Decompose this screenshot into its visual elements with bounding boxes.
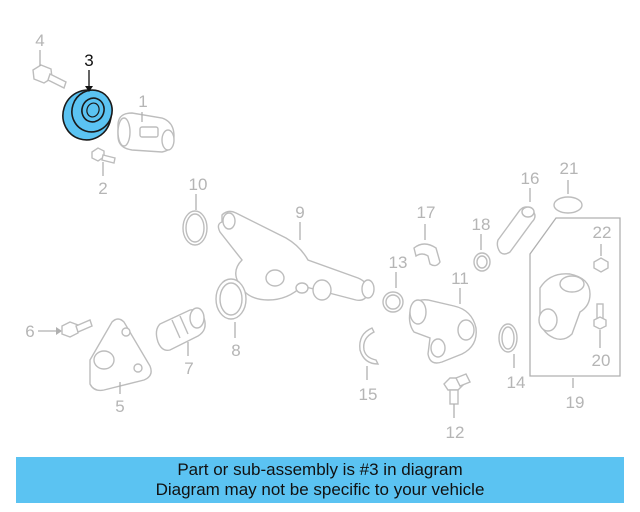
part-2-screw (91, 147, 116, 176)
callout-15: 15 (359, 385, 378, 404)
part-20-stud (593, 303, 607, 348)
callout-19: 19 (566, 393, 585, 412)
callout-10: 10 (189, 175, 208, 194)
part-5-housing (89, 318, 152, 394)
callout-18: 18 (472, 215, 491, 234)
part-3-pulley[interactable] (56, 84, 117, 146)
callout-2: 2 (98, 179, 107, 198)
part-8-gasket (215, 278, 247, 338)
callout-1: 1 (138, 92, 147, 111)
callout-9: 9 (295, 203, 304, 222)
callout-22: 22 (593, 223, 612, 242)
callout-14: 14 (507, 373, 526, 392)
part-10-oring (182, 194, 208, 246)
part-6-bolt (38, 319, 93, 338)
part-7-thermostat (155, 307, 206, 356)
part-12-bolt (443, 373, 471, 418)
part-17-clip (413, 224, 441, 267)
part-4-bolt (32, 50, 67, 89)
callout-17: 17 (417, 203, 436, 222)
callout-20: 20 (592, 351, 611, 370)
callout-3: 3 (84, 51, 93, 70)
part-22-nut (593, 244, 609, 273)
part-15-clip (359, 327, 380, 380)
part-16-sensor (496, 188, 536, 255)
part-1-shaft (117, 112, 175, 153)
part-11-fitting (408, 288, 477, 364)
banner-line-2: Diagram may not be specific to your vehi… (155, 480, 485, 499)
callout-21: 21 (560, 159, 579, 178)
callout-11: 11 (451, 269, 469, 288)
callout-8: 8 (231, 341, 240, 360)
part-13-oring (382, 272, 404, 313)
part-21-oring (553, 180, 583, 214)
part-9-outlet-pipe (217, 210, 375, 302)
callout-12: 12 (446, 423, 465, 442)
part-14-oring (498, 323, 518, 368)
callout-5: 5 (115, 397, 124, 416)
banner-line-1: Part or sub-assembly is #3 in diagram (177, 460, 463, 479)
part-18-oring (473, 234, 491, 272)
callout-7: 7 (184, 359, 193, 378)
callout-4: 4 (35, 31, 44, 50)
callout-16: 16 (521, 169, 540, 188)
info-banner: Part or sub-assembly is #3 in diagram Di… (16, 457, 624, 503)
callout-6: 6 (25, 322, 34, 341)
callout-13: 13 (389, 253, 408, 272)
part-19-assembly (529, 217, 621, 388)
